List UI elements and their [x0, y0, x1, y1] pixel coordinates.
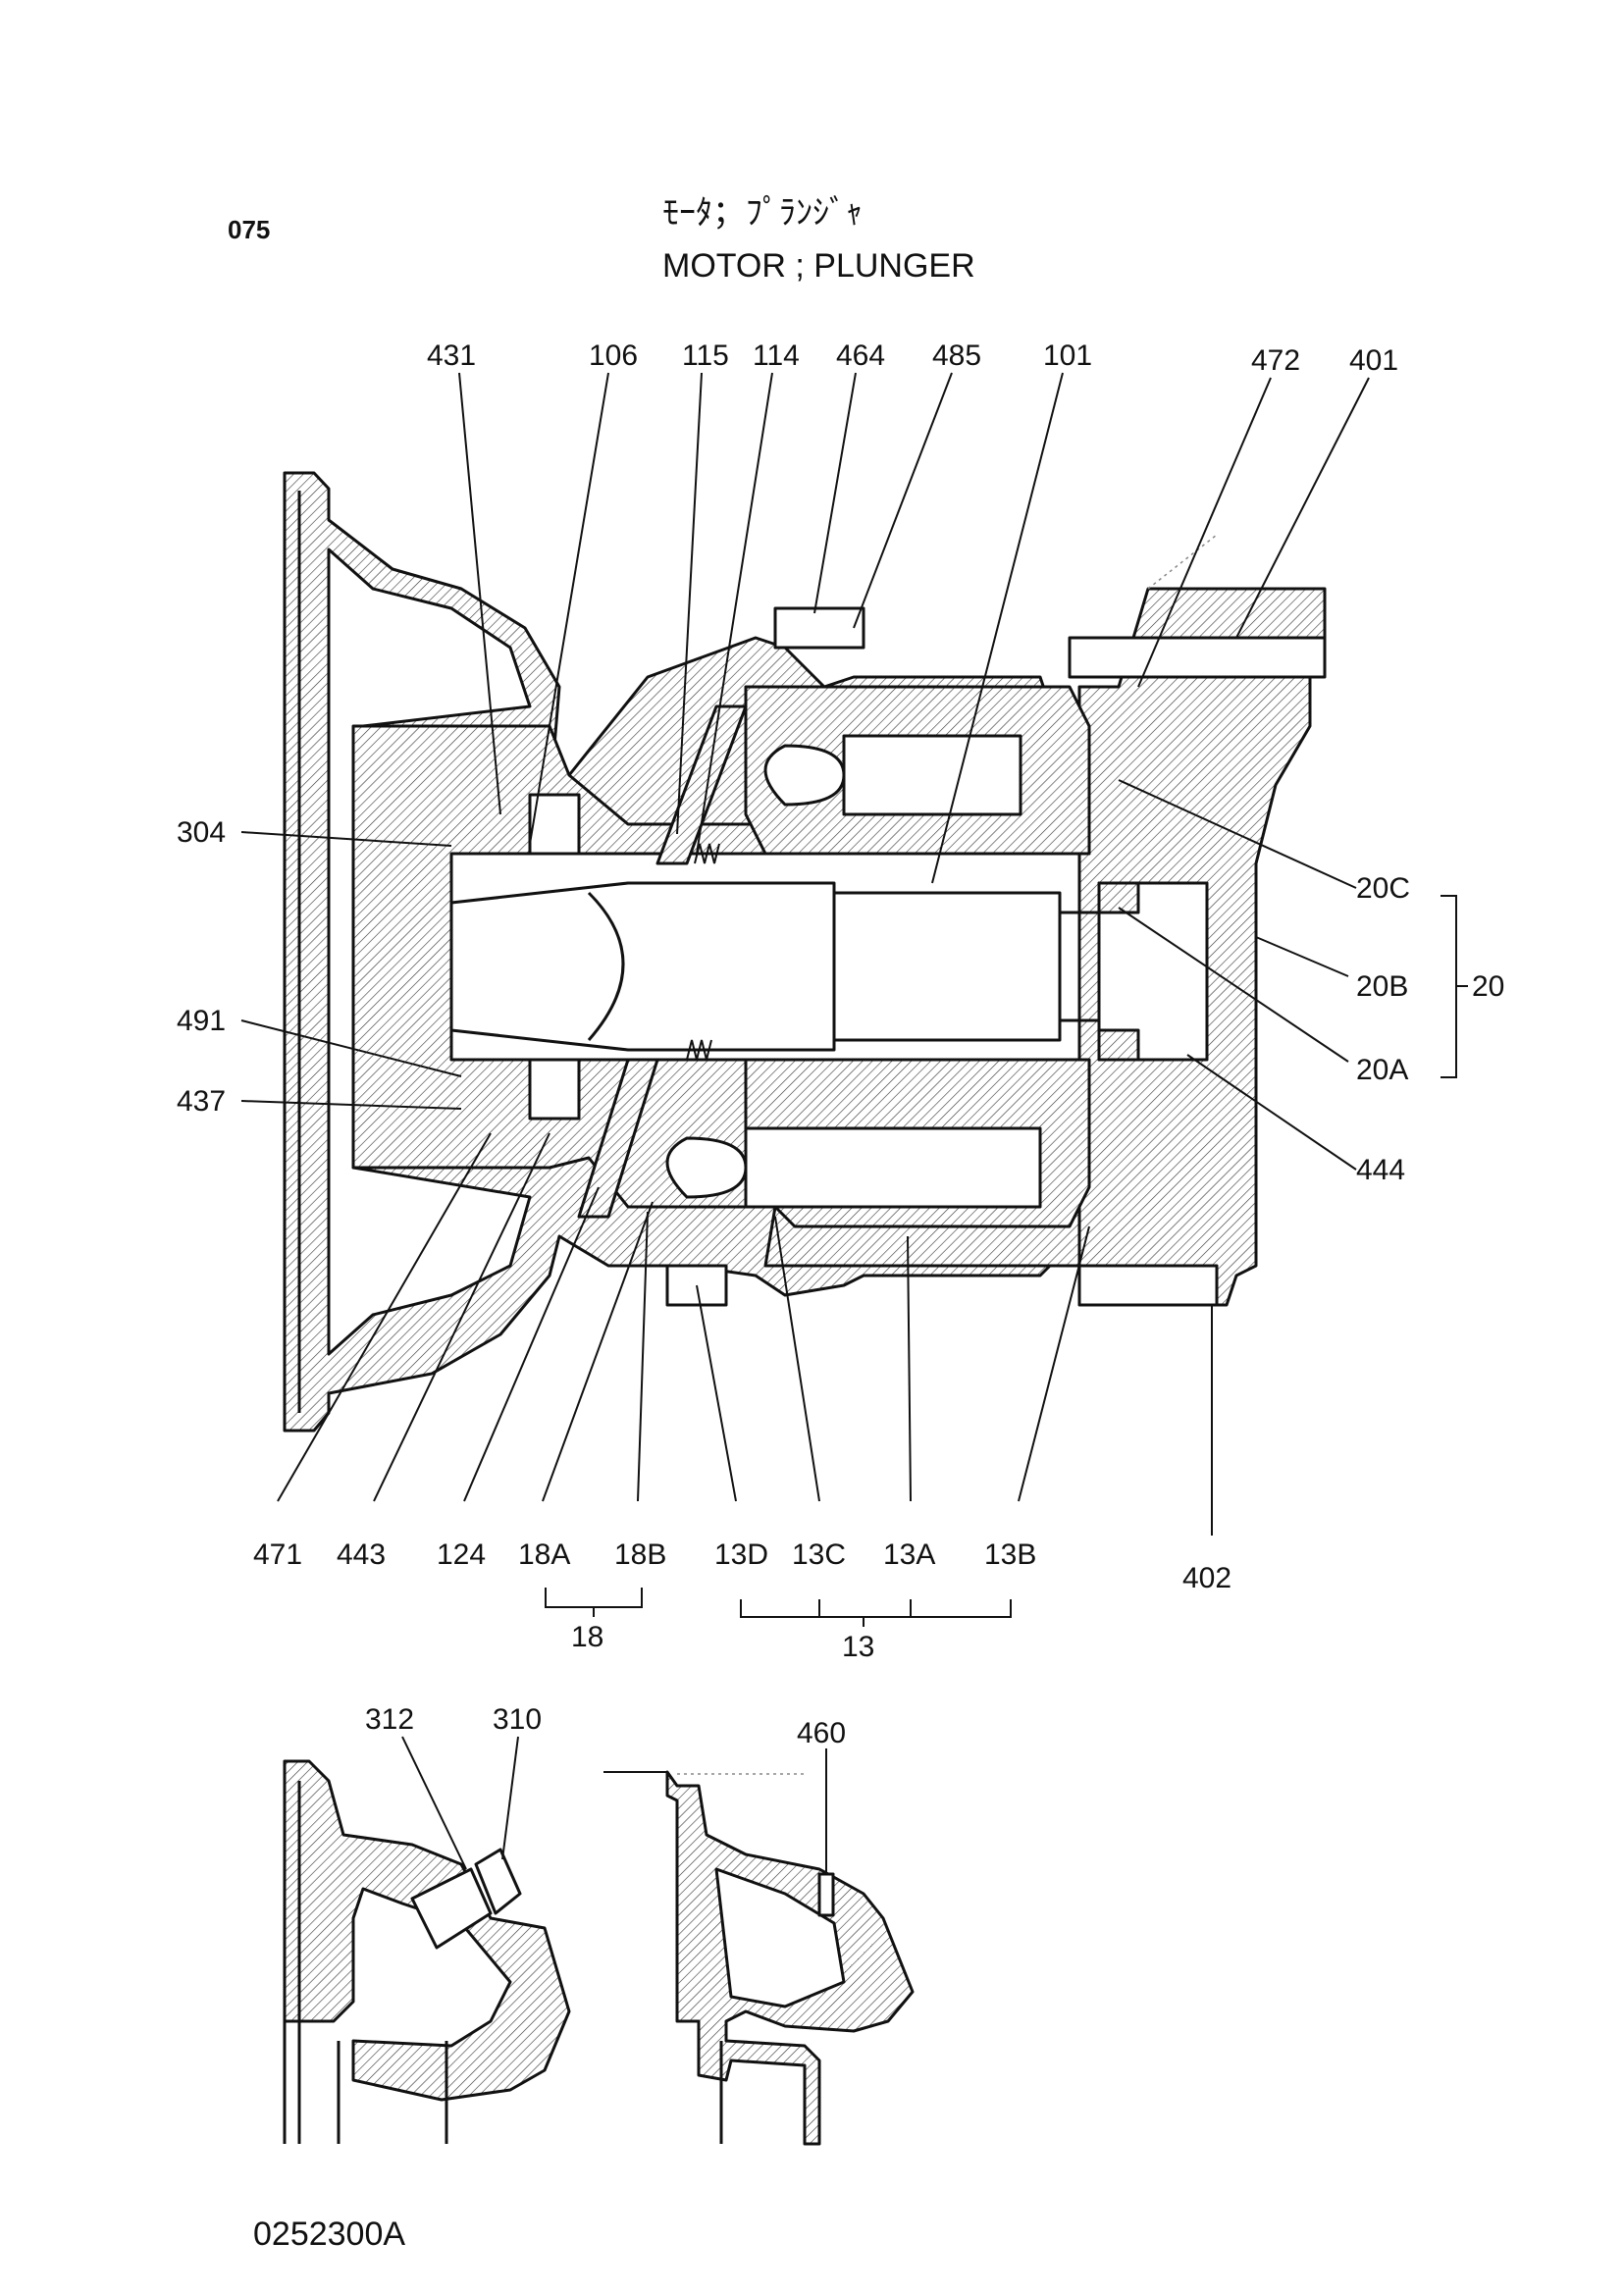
callout-114: 114 [753, 339, 800, 372]
callout-18: 18 [571, 1621, 603, 1653]
callout-444: 444 [1356, 1154, 1405, 1186]
bearing-upper [528, 793, 581, 856]
detail2-pin [817, 1872, 835, 1917]
callout-491: 491 [177, 1005, 226, 1037]
bolt-402 [1077, 1264, 1219, 1307]
detail1-cover [283, 1761, 301, 2144]
callout-101: 101 [1043, 339, 1092, 372]
callout-437: 437 [177, 1085, 226, 1118]
callout-485: 485 [932, 339, 981, 372]
callout-312: 312 [365, 1703, 414, 1736]
callout-402: 402 [1182, 1562, 1231, 1594]
swash-plate-lower [577, 1058, 659, 1219]
swash-plate-upper [655, 704, 748, 865]
callout-304: 304 [177, 816, 226, 849]
callout-20A: 20A [1356, 1054, 1408, 1086]
title-english: MOTOR ; PLUNGER [662, 247, 975, 285]
title-japanese: ﾓｰﾀ；ﾌﾟﾗﾝｼﾞｬ [662, 193, 863, 233]
callout-20B: 20B [1356, 970, 1408, 1003]
shaft-nose [587, 891, 625, 1041]
group-18-bracket [545, 1588, 643, 1617]
shoe-lower [665, 1136, 748, 1199]
document-id: 0252300A [253, 2216, 405, 2253]
callout-20: 20 [1472, 970, 1504, 1003]
spring-upper [694, 843, 720, 864]
detail1-base [337, 2041, 448, 2144]
callout-106: 106 [589, 339, 638, 372]
callout-310: 310 [493, 1703, 542, 1736]
detail1-housing [283, 1759, 571, 2102]
callout-18A: 18A [518, 1538, 570, 1571]
callout-401: 401 [1349, 344, 1398, 377]
page-number: 075 [228, 215, 270, 244]
plunger-upper [842, 734, 1022, 816]
valve-plate-lower-pin [1097, 1028, 1140, 1062]
leader-lines [240, 372, 1468, 1627]
bolt-401 [1068, 636, 1327, 679]
callout-443: 443 [337, 1538, 386, 1571]
callout-472: 472 [1251, 344, 1300, 377]
callout-464: 464 [836, 339, 885, 372]
group-20-bracket [1441, 895, 1468, 1078]
callout-13B: 13B [984, 1538, 1036, 1571]
detail-view-pin: 460 [603, 1717, 915, 2146]
callout-13C: 13C [792, 1538, 846, 1571]
group-13-bracket [740, 1599, 1012, 1627]
callout-18B: 18B [614, 1538, 666, 1571]
callout-20C: 20C [1356, 872, 1410, 905]
detail2-cavity [714, 1867, 846, 2008]
callout-115: 115 [682, 339, 729, 372]
bearing-lower [528, 1058, 581, 1121]
shoe-upper [763, 744, 846, 807]
cover-plate [283, 473, 301, 1431]
callout-13: 13 [842, 1631, 874, 1663]
callout-431: 431 [427, 339, 476, 372]
callout-124: 124 [437, 1538, 486, 1571]
plunger-lower [744, 1126, 1042, 1209]
detail1-plug-head [474, 1848, 522, 1915]
callout-460: 460 [797, 1717, 846, 1749]
guide-line [1147, 534, 1218, 590]
callout-13D: 13D [714, 1538, 768, 1571]
detail1-plug-body [410, 1867, 493, 1950]
callout-labels: 431 106 115 114 464 485 101 472 401 304 … [177, 339, 1504, 1663]
plug-top [773, 606, 865, 650]
detail-view-plug: 312 310 [283, 1703, 571, 2144]
callout-471: 471 [253, 1538, 302, 1571]
callout-13A: 13A [883, 1538, 935, 1571]
spring-lower [686, 1039, 712, 1061]
